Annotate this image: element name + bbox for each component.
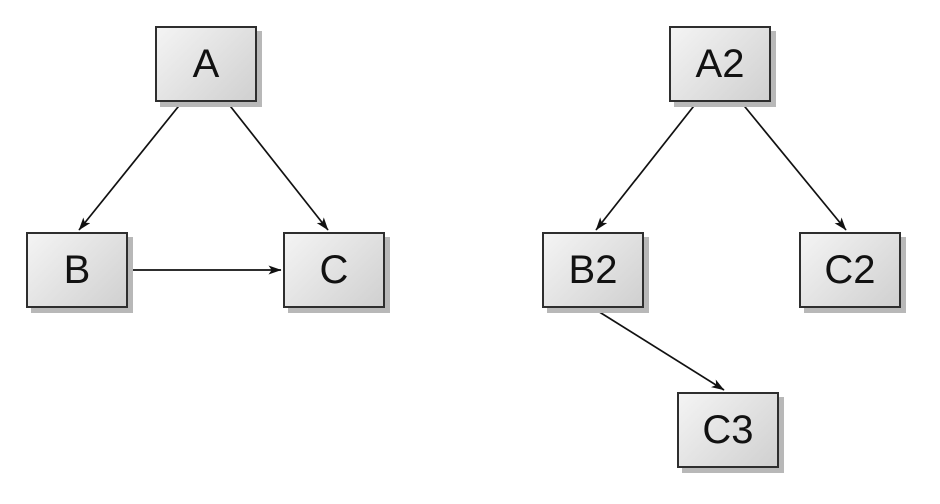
edge-A2-B2 <box>595 101 698 231</box>
node-C: C <box>283 232 385 308</box>
node-label-B: B <box>63 248 91 292</box>
node-label-A: A <box>192 42 220 86</box>
node-A2: A2 <box>669 26 771 102</box>
node-A: A <box>155 26 257 102</box>
node-C2: C2 <box>799 232 901 308</box>
edge-B2-C3 <box>592 307 725 391</box>
node-label-C3: C3 <box>702 408 754 452</box>
edge-A2-C2 <box>740 101 847 231</box>
node-B2: B2 <box>542 232 644 308</box>
edge-A-C <box>226 101 329 231</box>
node-C3: C3 <box>677 392 779 468</box>
node-B: B <box>26 232 128 308</box>
node-label-B2: B2 <box>568 248 618 292</box>
edge-A-B <box>78 101 183 231</box>
node-label-A2: A2 <box>695 42 745 86</box>
edges-group <box>78 101 847 391</box>
node-label-C: C <box>319 248 349 292</box>
node-label-C2: C2 <box>824 248 876 292</box>
